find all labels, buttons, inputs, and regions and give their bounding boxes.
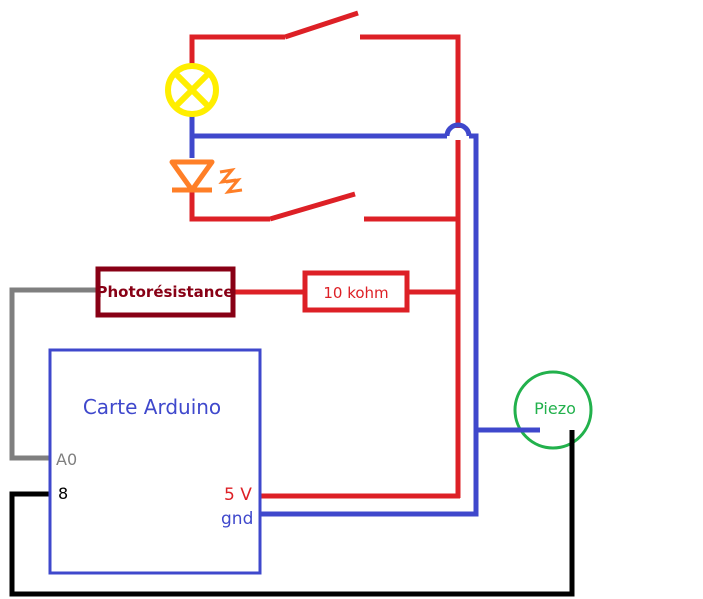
resistor-label: 10 kohm bbox=[323, 284, 388, 302]
top-switch-lever bbox=[284, 10, 359, 40]
pin-5v-label: 5 V bbox=[224, 485, 252, 505]
top-wire-left bbox=[189, 34, 285, 68]
positive-wires bbox=[189, 10, 461, 499]
piezo-component: Piezo bbox=[476, 370, 593, 450]
pin-a0-label: A0 bbox=[56, 450, 77, 469]
bottom-switch-lever bbox=[269, 191, 356, 222]
digital-pin-wire bbox=[9, 430, 575, 597]
led-light-arrow-2 bbox=[224, 177, 243, 195]
ground-crossover-hop bbox=[444, 122, 472, 137]
arduino-board: Carte Arduino A0 8 5 V gnd bbox=[48, 348, 262, 575]
pin-gnd-label: gnd bbox=[221, 509, 253, 529]
top-wire-right bbox=[360, 34, 461, 128]
ground-wires bbox=[189, 113, 540, 517]
lamp-symbol bbox=[165, 63, 219, 117]
led-wire-bottom bbox=[189, 192, 270, 222]
piezo-label: Piezo bbox=[534, 399, 576, 418]
led-symbol bbox=[169, 159, 243, 195]
board-title: Carte Arduino bbox=[83, 395, 221, 419]
photoresistor-component: Photorésistance bbox=[95, 266, 236, 318]
ground-bus-right bbox=[260, 133, 479, 517]
photoresistor-label: Photorésistance bbox=[96, 283, 233, 301]
analog-signal-wire bbox=[9, 287, 98, 461]
resistor-component: 10 kohm bbox=[302, 270, 410, 313]
pin-8-label: 8 bbox=[58, 484, 68, 503]
